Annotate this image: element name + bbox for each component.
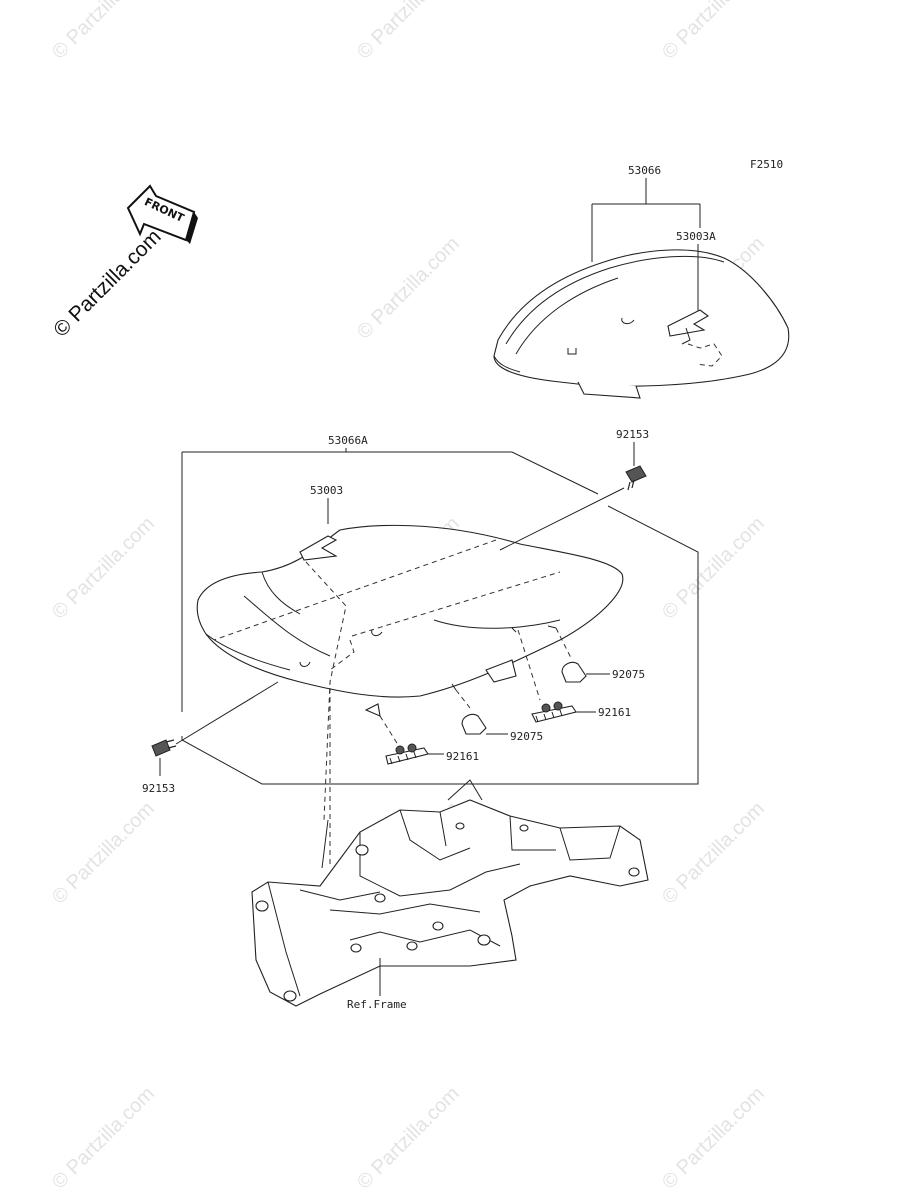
front-seat: 53003 [196,484,624,821]
label-frame-ref: Ref.Frame [347,998,407,1011]
clip-center: 92161 [385,743,479,765]
label-damper-right: 92075 [612,668,645,681]
clip-right: 92161 [531,701,631,723]
diagram-code: F2510 [750,158,783,171]
label-damper-center: 92075 [510,730,543,743]
rear-seat: 53066 53003A [493,164,790,399]
front-arrow-icon: FRONT [126,184,198,244]
label-strap-front: 53003 [310,484,343,497]
front-seat-callout: 53066A [181,434,699,785]
bolt-right: 92153 [499,428,649,551]
watermark: © Partzilla.com [353,0,464,64]
damper-right: 92075 [561,661,645,683]
label-strap-rear: 53003A [676,230,716,243]
watermark: © Partzilla.com [48,0,159,64]
bolt-left: 92153 [142,681,279,795]
label-bolt-left: 92153 [142,782,175,795]
watermark: © Partzilla.com [658,513,769,624]
label-clip-right: 92161 [598,706,631,719]
watermark: © Partzilla.com [48,798,159,909]
watermark: © Partzilla.com [658,798,769,909]
damper-center: 92075 [461,713,543,743]
watermark: © Partzilla.com [48,1083,159,1194]
watermark: © Partzilla.com [658,0,769,64]
watermark-main: © Partzilla.com [49,225,165,341]
watermark: © Partzilla.com [353,233,464,344]
watermark: © Partzilla.com [48,513,159,624]
watermark: © Partzilla.com [353,1083,464,1194]
label-clip-center: 92161 [446,750,479,763]
rear-frame: Ref.Frame [251,682,649,1011]
label-seat-assy-rear: 53066 [628,164,661,177]
label-bolt-right: 92153 [616,428,649,441]
watermark: © Partzilla.com [658,1083,769,1194]
label-seat-assy-front: 53066A [328,434,368,447]
